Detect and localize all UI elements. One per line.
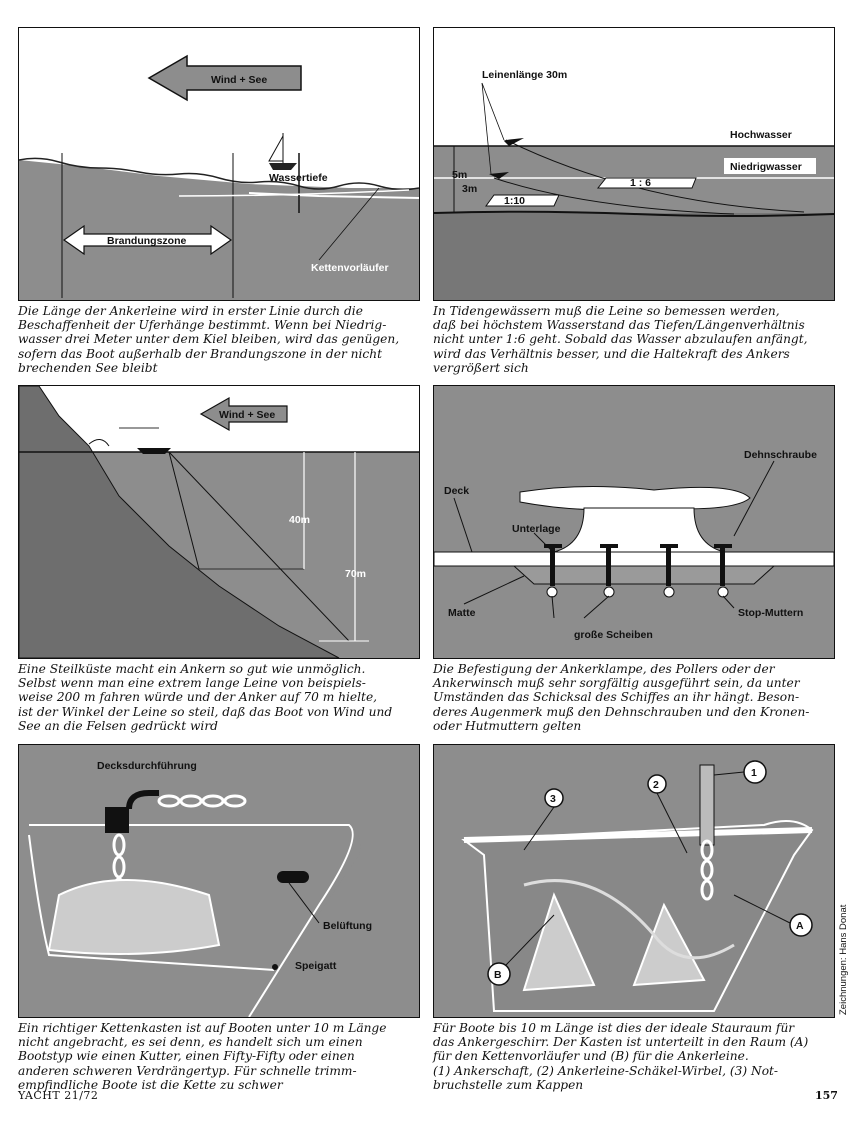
chain-label: Kettenvorläufer	[311, 262, 389, 274]
shore-diagram: Wind + See Wassertiefe Brandungszone Ket…	[19, 28, 419, 300]
depth-70m-label: 70m	[345, 568, 366, 580]
caption-1: Die Länge der Ankerleine wird in erster …	[18, 304, 399, 375]
ratio-1-6-label: 1 : 6	[630, 177, 651, 189]
illustration-shore-anchoring: Wind + See Wassertiefe Brandungszone Ket…	[18, 27, 420, 301]
wind-label: Wind + See	[219, 409, 275, 421]
illustration-credit: Zeichnungen: Hans Donat	[838, 905, 849, 1015]
callout-2-label: 2	[653, 779, 659, 791]
callout-3-label: 3	[550, 793, 556, 805]
surf-zone-label: Brandungszone	[107, 235, 186, 247]
anchor-stowage-diagram: 1 2 3 A B	[434, 745, 834, 1017]
caption-4: Die Befestigung der Ankerklampe, des Pol…	[433, 662, 809, 733]
ventilation-label: Belüftung	[323, 920, 372, 932]
mat-label: Matte	[448, 607, 476, 619]
tidal-diagram: Leinenlänge 30m Hochwasser Niedrigwasser…	[434, 28, 834, 300]
illustration-tidal-anchoring: Leinenlänge 30m Hochwasser Niedrigwasser…	[433, 27, 835, 301]
callout-a-label: A	[796, 920, 804, 932]
washers-label: große Scheiben	[574, 629, 653, 641]
wind-label: Wind + See	[211, 74, 267, 86]
callout-b-label: B	[494, 969, 502, 981]
illustration-bollard-fixing: Dehnschraube Deck Unterlage Matte große …	[433, 385, 835, 659]
caption-3: Eine Steilküste macht ein Ankern so gut …	[18, 662, 392, 733]
magazine-issue: YACHT 21/72	[18, 1089, 98, 1102]
deck-label: Deck	[444, 485, 469, 497]
low-water-label: Niedrigwasser	[730, 161, 802, 173]
illustration-chain-locker: Decksdurchführung Belüftung Speigatt	[18, 744, 420, 1018]
caption-5: Ein richtiger Kettenkasten ist auf Boote…	[18, 1021, 386, 1092]
line-length-label: Leinenlänge 30m	[482, 69, 567, 81]
expansion-bolt-label: Dehnschraube	[744, 449, 817, 461]
pad-label: Unterlage	[512, 523, 561, 535]
lock-nuts-label: Stop-Muttern	[738, 607, 803, 619]
callout-1-label: 1	[751, 767, 757, 779]
page-number: 157	[815, 1089, 838, 1102]
illustration-anchor-stowage: 1 2 3 A B	[433, 744, 835, 1018]
caption-2: In Tidengewässern muß die Leine so bemes…	[433, 304, 808, 375]
steep-coast-diagram: Wind + See 40m 70m	[19, 386, 419, 658]
bollard-diagram: Dehnschraube Deck Unterlage Matte große …	[434, 386, 834, 658]
ratio-1-10-label: 1:10	[504, 195, 525, 207]
depth-40m-label: 40m	[289, 514, 310, 526]
scupper-label: Speigatt	[295, 960, 337, 972]
illustration-steep-coast: Wind + See 40m 70m	[18, 385, 420, 659]
high-water-label: Hochwasser	[730, 129, 792, 141]
depth-3m-label: 3m	[462, 183, 477, 195]
deck-pipe-label: Decksdurchführung	[97, 760, 197, 772]
depth-label: Wassertiefe	[269, 172, 328, 184]
depth-5m-label: 5m	[452, 169, 467, 181]
caption-6: Für Boote bis 10 m Länge ist dies der id…	[433, 1021, 808, 1092]
chain-locker-diagram: Decksdurchführung Belüftung Speigatt	[19, 745, 419, 1017]
